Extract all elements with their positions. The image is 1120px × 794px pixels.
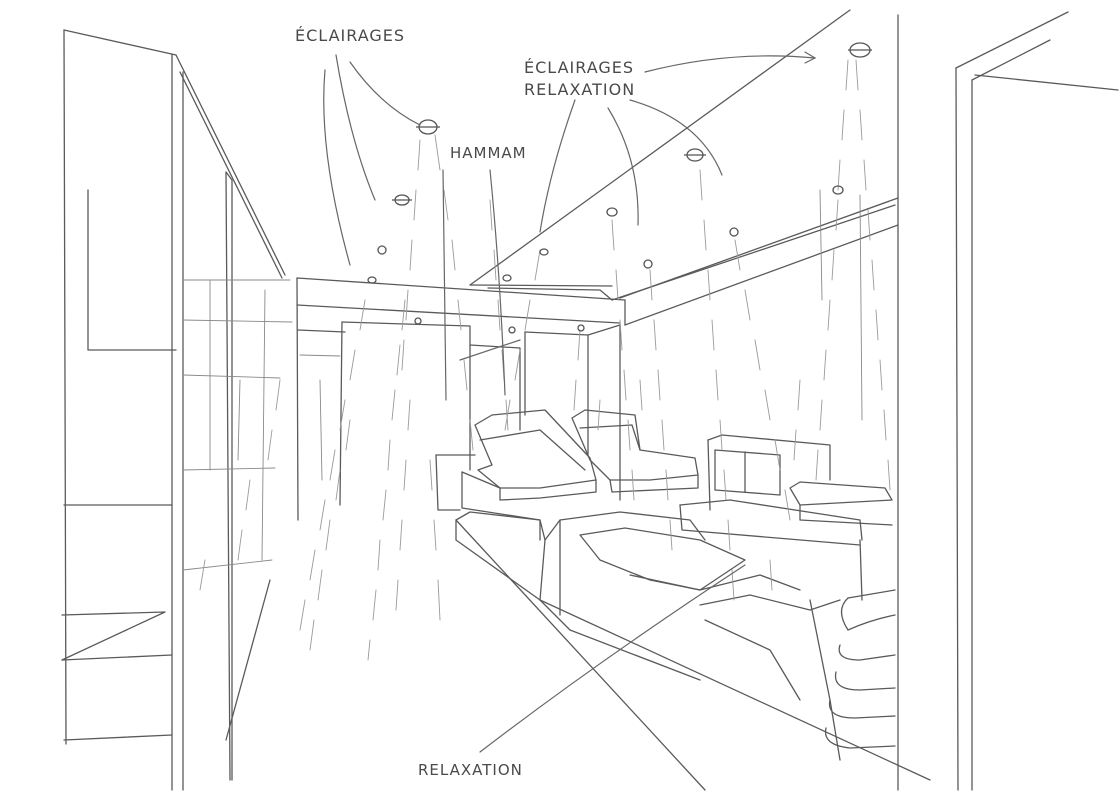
lamp-icon [606, 207, 618, 217]
label-relaxation: RELAXATION [418, 761, 523, 779]
label-eclairages: ÉCLAIRAGES [295, 26, 406, 45]
lamp-icon [577, 324, 585, 332]
lamp-icon [502, 274, 512, 282]
lamp-icon [367, 276, 377, 284]
label-hammam: HAMMAM [450, 144, 527, 162]
lamp-icon [377, 245, 387, 255]
lamp-icon [416, 119, 440, 135]
lamp-icon [414, 317, 422, 325]
lamp-icon [729, 227, 739, 237]
light-rays [199, 59, 891, 661]
right-wall [819, 11, 1119, 791]
lamp-icon [392, 194, 412, 206]
lamp-icon [539, 248, 549, 256]
label-eclairages-relaxation-line2: RELAXATION [524, 80, 636, 99]
floor [435, 454, 931, 791]
towel-stack [824, 589, 896, 749]
ceiling-lamps [367, 42, 872, 334]
hammam-partition [299, 321, 621, 506]
annotation-arrows [323, 51, 817, 753]
left-wall [61, 29, 293, 791]
loungers [461, 409, 699, 541]
lamp-icon [684, 148, 706, 162]
label-eclairages-relaxation-line1: ÉCLAIRAGES [524, 58, 635, 77]
side-cabinet [707, 434, 893, 526]
lamp-icon [508, 326, 516, 334]
lamp-icon [848, 42, 872, 58]
lamp-icon [643, 259, 653, 269]
lamp-icon [832, 185, 844, 195]
